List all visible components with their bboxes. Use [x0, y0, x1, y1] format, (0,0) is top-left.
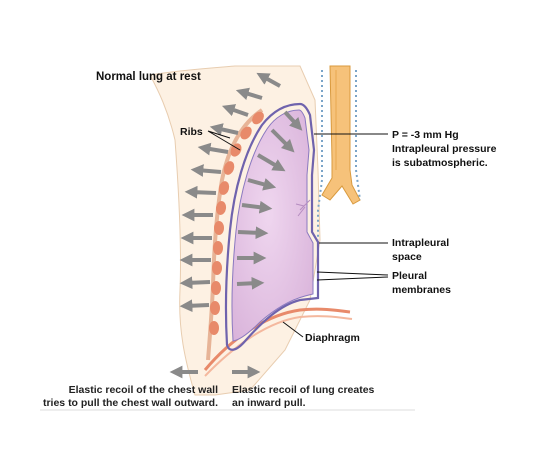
label-intrapleural-1: Intrapleural: [392, 237, 449, 249]
leader-lines: [207, 130, 389, 338]
label-intrapleural-2: space: [392, 251, 422, 263]
label-pleural-1: Pleural: [392, 270, 427, 282]
label-pressure-desc-1: Intrapleural pressure: [392, 143, 497, 155]
label-pressure-value: P = -3 mm Hg: [392, 129, 459, 141]
pleural-outline: [224, 102, 320, 351]
diagram-title: Normal lung at rest: [96, 71, 201, 83]
caption-lung-2: an inward pull.: [232, 397, 306, 409]
bronchiole-detail: [295, 199, 311, 217]
caption-chest-wall-2: tries to pull the chest wall outward.: [43, 397, 218, 409]
diaphragm: [203, 307, 351, 371]
label-pleural-2: membranes: [392, 284, 451, 296]
label-diaphragm: Diaphragm: [305, 332, 360, 344]
lung-inward-arrows: [236, 110, 303, 290]
ribs: [209, 111, 264, 335]
label-pressure-desc-2: is subatmospheric.: [392, 157, 488, 169]
mediastinal-pleura-dashed: [317, 70, 361, 240]
caption-chest-wall-1: Elastic recoil of the chest wall: [69, 384, 218, 396]
label-ribs: Ribs: [180, 126, 203, 138]
chest-wall-outward-arrows: [179, 72, 281, 313]
trachea: [321, 65, 361, 205]
caption-lung-1: Elastic recoil of lung creates: [232, 384, 375, 396]
